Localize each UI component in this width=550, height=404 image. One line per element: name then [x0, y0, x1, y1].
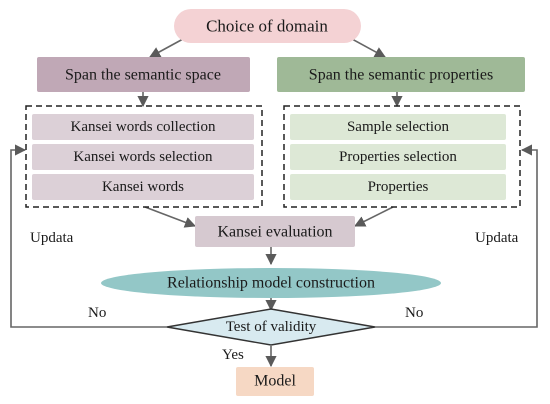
kansei-words-selection-label: Kansei words selection [73, 149, 213, 165]
properties-box [290, 174, 506, 200]
semantic-space-header-label: Span the semantic space [65, 67, 221, 84]
kansei-words-selection-box [32, 144, 254, 170]
properties-selection-box [290, 144, 506, 170]
yes-label: Yes [222, 347, 244, 363]
left-updata-label: Updata [30, 230, 74, 246]
left-no-label: No [88, 305, 106, 321]
sample-selection-label: Sample selection [347, 119, 450, 135]
kansei-evaluation-box [195, 216, 355, 247]
edge-properties-list-to-evaluation [353, 206, 394, 227]
relationship-model-label: Relationship model construction [167, 275, 375, 292]
edge-right-feedback-loop [375, 144, 538, 328]
edge-left-feedback-loop [10, 144, 167, 328]
validity-decision [166, 308, 376, 346]
kansei-words-collection-label: Kansei words collection [71, 119, 216, 135]
validity-decision-label: Test of validity [226, 319, 317, 335]
domain-node-label: Choice of domain [206, 17, 328, 36]
properties-label: Properties [368, 179, 429, 195]
domain-node [174, 9, 361, 43]
sample-selection-box [290, 114, 506, 140]
right-updata-label: Updata [475, 230, 519, 246]
kansei-words-label: Kansei words [102, 179, 184, 195]
kansei-words-box [32, 174, 254, 200]
semantic-properties-header [277, 57, 525, 92]
properties-selection-label: Properties selection [339, 149, 457, 165]
right-no-label: No [405, 305, 423, 321]
relationship-model-node [101, 268, 441, 298]
kansei-words-group [25, 105, 263, 208]
properties-group [283, 105, 521, 208]
model-box [236, 367, 314, 396]
semantic-space-header [37, 57, 250, 92]
kansei-words-collection-box [32, 114, 254, 140]
semantic-properties-header-label: Span the semantic properties [309, 67, 493, 84]
model-label: Model [254, 373, 296, 390]
edge-space-list-to-evaluation [144, 206, 197, 228]
kansei-evaluation-label: Kansei evaluation [217, 224, 332, 241]
